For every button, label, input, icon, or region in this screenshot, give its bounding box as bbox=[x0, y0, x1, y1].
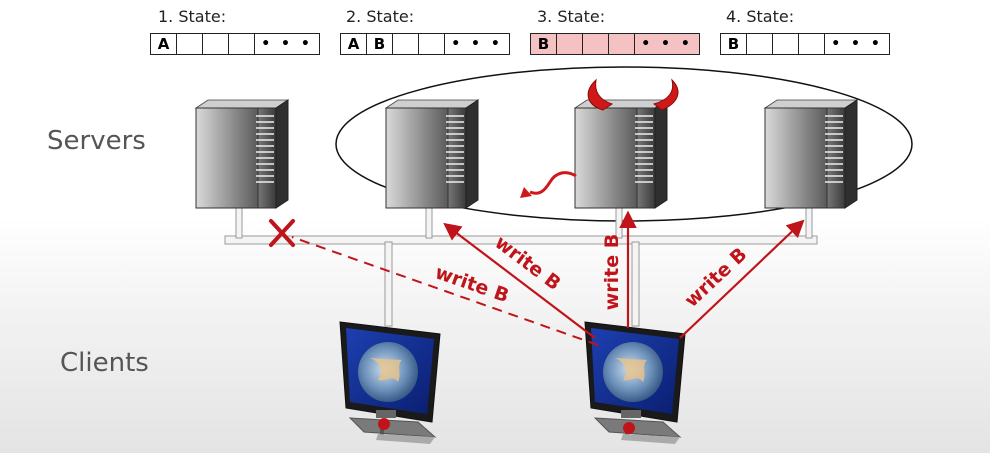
state-cell bbox=[583, 34, 609, 54]
state-cell bbox=[177, 34, 203, 54]
state-cell bbox=[393, 34, 419, 54]
devil-tail-icon bbox=[520, 171, 577, 198]
state-4-label: 4. State: bbox=[726, 7, 795, 26]
state-cell: A bbox=[151, 34, 177, 54]
devil-horns-icon bbox=[587, 78, 679, 111]
client-2 bbox=[584, 321, 686, 444]
state-cell bbox=[747, 34, 773, 54]
server-4 bbox=[763, 99, 859, 209]
state-cell bbox=[799, 34, 825, 54]
client-2-plug-icon bbox=[623, 422, 635, 434]
servers-label: Servers bbox=[47, 126, 146, 156]
write-label-server-3: write B bbox=[601, 234, 623, 311]
server-2 bbox=[384, 99, 480, 209]
state-3-label: 3. State: bbox=[537, 7, 606, 26]
state-cell bbox=[203, 34, 229, 54]
state-dots: • • • bbox=[451, 36, 503, 52]
state-dots: • • • bbox=[261, 36, 313, 52]
state-4-box: B • • • bbox=[720, 33, 890, 55]
failure-cross-icon bbox=[269, 219, 295, 247]
state-cell: B bbox=[721, 34, 747, 54]
write-arrow-server-2 bbox=[443, 222, 596, 339]
state-2-label: 2. State: bbox=[346, 7, 415, 26]
state-cell bbox=[229, 34, 255, 54]
write-arrow-server-4 bbox=[679, 219, 805, 339]
client-1 bbox=[339, 321, 441, 444]
state-cell: B bbox=[367, 34, 393, 54]
state-dots: • • • bbox=[641, 36, 693, 52]
state-cell bbox=[773, 34, 799, 54]
state-cell bbox=[557, 34, 583, 54]
state-cell bbox=[419, 34, 445, 54]
state-cell: A bbox=[341, 34, 367, 54]
state-cell: B bbox=[531, 34, 557, 54]
failed-write-label: write B bbox=[432, 261, 512, 307]
state-dots: • • • bbox=[831, 36, 883, 52]
state-1-label: 1. State: bbox=[158, 7, 227, 26]
server-1 bbox=[194, 99, 290, 209]
state-cell bbox=[609, 34, 635, 54]
state-3-box: B • • • bbox=[530, 33, 700, 55]
failed-write-arrow bbox=[291, 236, 599, 346]
clients-label: Clients bbox=[60, 348, 149, 378]
state-1-box: A • • • bbox=[150, 33, 320, 55]
server-3 bbox=[573, 99, 669, 209]
network-bus bbox=[224, 205, 818, 327]
state-2-box: A B • • • bbox=[340, 33, 510, 55]
client-1-plug-icon bbox=[378, 418, 390, 430]
write-label-server-4: write B bbox=[680, 243, 751, 311]
